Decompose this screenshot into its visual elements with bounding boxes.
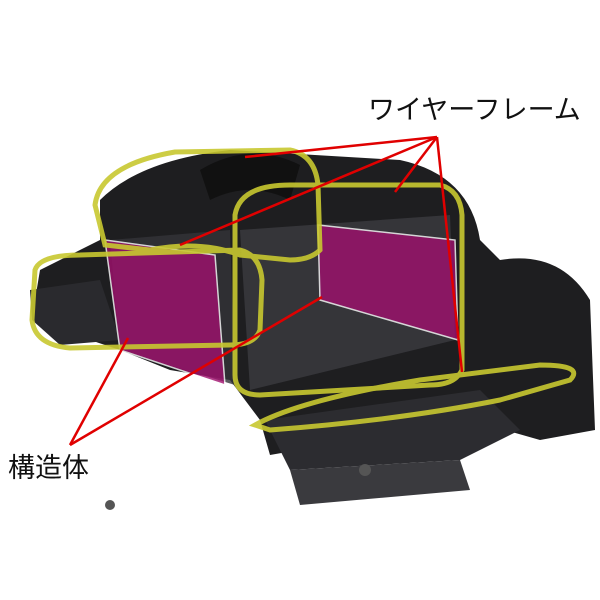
bag-body <box>30 150 595 510</box>
structure-label: 構造体 <box>8 453 89 484</box>
wire-frame-label: ワイヤーフレーム <box>368 95 581 126</box>
leader-lines <box>68 135 464 447</box>
wire-frames <box>29 147 577 433</box>
